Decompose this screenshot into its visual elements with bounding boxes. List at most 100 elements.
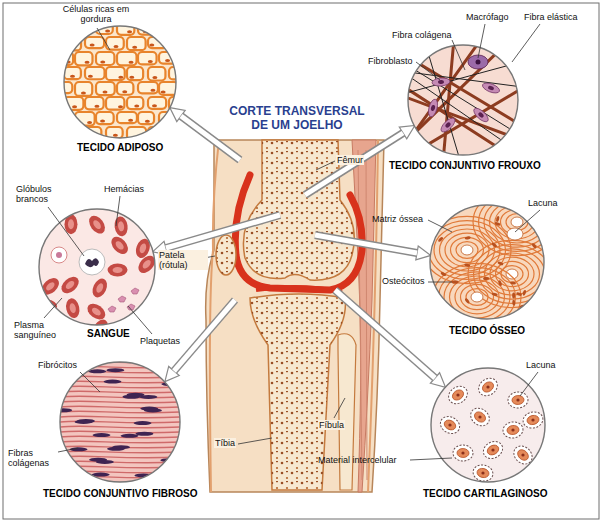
tissue-heading: TECIDO ÓSSEO <box>449 325 525 337</box>
fibrocyte <box>92 433 110 437</box>
lacuna <box>480 438 505 462</box>
tissue-heading: TECIDO CARTILAGINOSO <box>423 488 547 500</box>
chondrocyte <box>476 467 490 478</box>
central-canal <box>506 269 518 279</box>
fat-cell <box>138 82 158 93</box>
cell-nucleus <box>159 135 164 138</box>
red-blood-cell <box>17 278 41 300</box>
tissue-group <box>53 361 189 483</box>
chondrocyte <box>443 418 458 432</box>
fat-cell <box>169 67 185 79</box>
fat-cell <box>64 67 81 79</box>
cell-nucleus <box>438 80 444 85</box>
red-blood-cell <box>18 232 41 255</box>
fat-cell <box>169 37 187 51</box>
leader-line <box>334 398 345 418</box>
osteocyte <box>437 236 443 242</box>
cell-nucleus <box>85 61 90 64</box>
fibroblast <box>472 106 491 124</box>
arrow-body <box>335 290 435 378</box>
central-canal <box>471 292 483 302</box>
osteocyte <box>498 280 503 287</box>
leader-line <box>128 306 152 334</box>
fat-cell <box>75 52 92 65</box>
part-label: Osteócitos <box>382 276 425 286</box>
collagen-fiber <box>60 396 180 398</box>
red-blood-cell-center <box>91 306 103 317</box>
cell-nucleus <box>461 451 464 454</box>
tissue-group <box>367 14 547 197</box>
cell-nucleus <box>132 46 137 49</box>
circle-outline <box>431 368 545 482</box>
arrow-body <box>166 215 280 248</box>
chondrocyte <box>516 448 531 463</box>
cell-nucleus <box>149 44 154 47</box>
cell-nucleus <box>127 30 132 33</box>
red-blood-cell-center <box>20 264 31 275</box>
bone-lamella <box>462 246 473 254</box>
diagram-title: CORTE TRANSVERSAL DE UM JOELHO <box>222 104 372 132</box>
cell-nucleus <box>138 136 143 139</box>
collagen-fiber <box>60 471 180 473</box>
lacuna <box>507 228 523 240</box>
tissue-group <box>54 22 187 140</box>
arrow-body <box>181 116 240 160</box>
cell-nucleus <box>83 29 88 32</box>
tissue-circle: TECIDO ÓSSEOMatriz ósseaLacunaOsteócitos <box>430 205 544 319</box>
circle-outline <box>64 26 176 138</box>
cell-nucleus <box>66 46 71 49</box>
fat-cell <box>127 37 146 50</box>
chondrocyte <box>486 443 501 457</box>
circle-outline <box>60 362 180 482</box>
tissue-circle: TECIDO CARTILAGINOSOLacunaMaterial inter… <box>431 368 545 482</box>
collagen-fiber <box>60 411 180 413</box>
cell-nucleus <box>166 30 171 33</box>
red-blood-cell-center <box>117 221 124 232</box>
bone-lamella <box>473 188 561 255</box>
cell-nucleus <box>456 393 459 396</box>
cell-nucleus <box>129 61 134 64</box>
cell-nucleus <box>486 385 489 388</box>
red-blood-cell <box>107 263 127 276</box>
collagen-fiber <box>60 366 180 368</box>
elastic-fiber <box>372 62 521 102</box>
red-blood-cell <box>108 234 131 258</box>
collagen-fiber <box>60 461 180 463</box>
fat-cell <box>117 112 137 123</box>
elastic-fiber <box>401 71 528 158</box>
red-blood-cell-center <box>23 284 35 295</box>
cell-nucleus <box>58 31 63 34</box>
osteocyte <box>522 289 527 296</box>
cell-nucleus <box>134 105 139 108</box>
cell-nucleus <box>113 134 118 137</box>
fibroblast <box>439 116 457 134</box>
bone-lamella <box>485 253 540 295</box>
leader-line <box>48 207 84 256</box>
fat-cell <box>127 67 143 80</box>
fibrocyte <box>161 382 179 386</box>
fat-cell <box>117 52 137 65</box>
cell-nucleus <box>487 85 494 91</box>
circle-outline <box>408 45 518 155</box>
tissue-heading: TECIDO CONJUNTIVO FROUXO <box>389 160 541 172</box>
part-label: Material intercelular <box>318 455 397 465</box>
lacuna <box>467 405 493 430</box>
tissue-illustration <box>408 45 518 155</box>
chondrocyte <box>481 380 496 394</box>
leader-line <box>316 161 335 170</box>
fibrocyte <box>170 382 188 386</box>
central-canal <box>511 217 523 227</box>
fibula <box>338 334 356 490</box>
red-blood-cell-center <box>64 279 75 290</box>
osteocyte <box>494 222 501 227</box>
tissue-texture <box>431 368 545 483</box>
fibrocyte <box>134 421 152 425</box>
tissue-texture <box>54 22 187 140</box>
collagen-fiber <box>60 376 180 378</box>
red-blood-cell <box>112 194 134 218</box>
bone-lamella <box>490 257 534 291</box>
part-label: Fibrócitos <box>38 360 77 370</box>
arrow-outline <box>166 215 280 248</box>
tissue-ground <box>64 26 176 138</box>
red-blood-cell-center <box>138 243 147 254</box>
